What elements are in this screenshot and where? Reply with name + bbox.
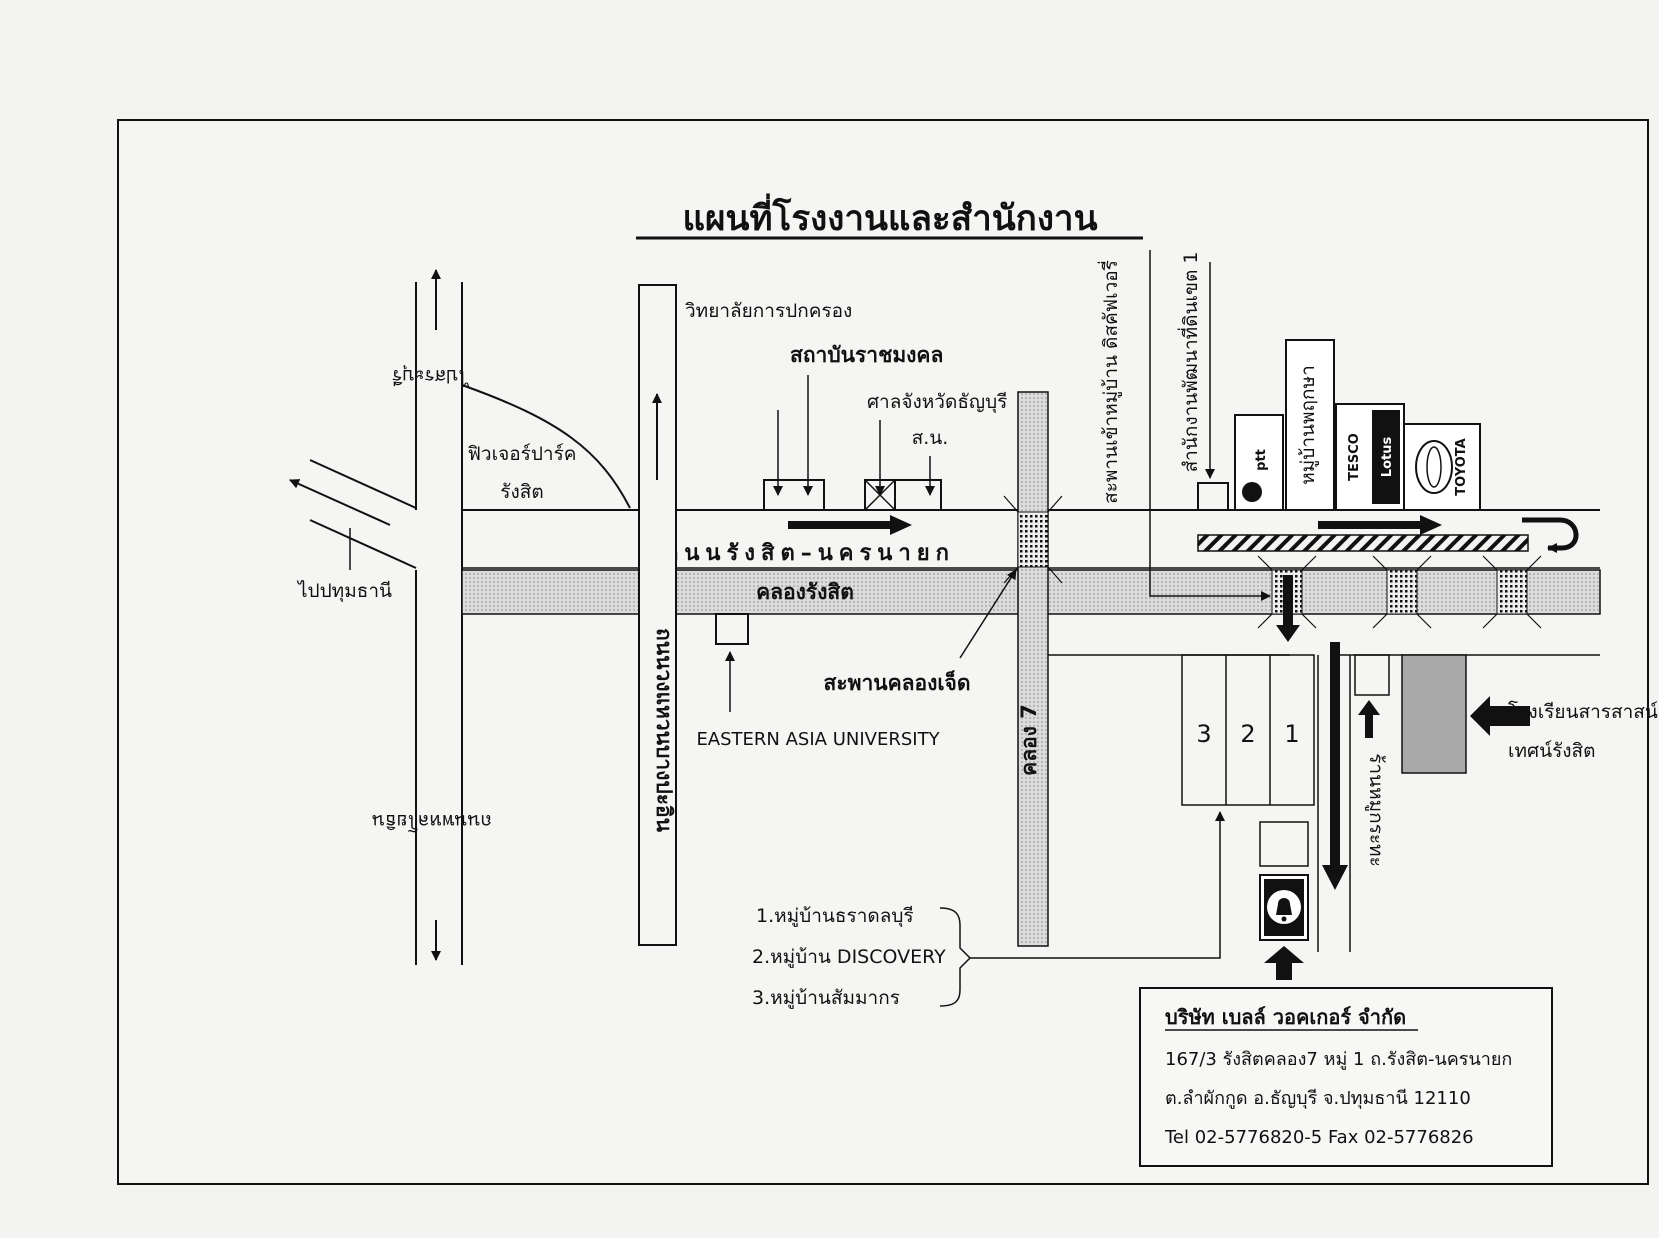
tesco-lotus-building: TESCO Lotus [1335,403,1405,511]
khlong-7-label: คลอง 7 [1017,704,1041,776]
phahonyothin-label: ถนนพหลโยธิน [372,810,492,833]
ptt-logo-text: ptt [1254,449,1269,471]
future-park-curve [461,384,631,509]
police-label: ส.น. [912,427,949,449]
college-building [763,479,825,511]
bang-pa-in-ring-road [638,284,677,946]
factory-building [1259,874,1309,941]
factory-entry-arrow [1264,946,1304,980]
shop-arrow-up [1358,700,1380,738]
pathum-thani-label: ไปปทุมธานี [296,580,392,603]
rajamangala-label: สถาบันราชมงคล [790,343,943,367]
bang-pa-in-label: ถนนวงแหวนบางปะอิน [652,628,676,833]
rangsit-nakhon-nayok-road-label: ถนนรังสิต–นครนายก [665,541,955,566]
toyota-label: TOYOTA [1454,438,1469,495]
school-arrow [1470,696,1530,736]
eastern-asia-label: EASTERN ASIA UNIVERSITY [696,729,940,750]
village-1-label: 1.หมู่บ้านธราดลบุรี [756,905,914,928]
pathum-arrow [289,479,391,526]
plot-2: 2 [1240,720,1255,748]
pathum-road-2 [309,519,417,569]
village-bridge-label: สะพานเข้าหมู่บ้าน ดิสคัฟเวอรี่ [1097,260,1122,504]
shop-building [1354,654,1390,696]
saraburi-label: ไปสระบุรี [392,364,470,387]
police-building [894,479,942,511]
direction-arrow-west [788,515,912,535]
bell-icon [1276,898,1292,915]
ptt-station: ptt [1234,414,1284,511]
toyota-logo-icon [1415,440,1453,494]
toyota-dealer: TOYOTA [1403,423,1481,511]
land-dev-office-label: สำนักงานพัฒนาที่ดินเขต 1 [1177,252,1202,473]
company-info-box [1139,987,1553,1167]
khlong-7-canal [1017,391,1049,947]
future-park-label-2: รังสิต [500,481,543,503]
route-arrow-down-short [1276,575,1300,642]
road-median [1197,534,1529,552]
pruksa-village-building [1285,339,1335,511]
land-dev-office-building [1197,482,1229,511]
school-label-2: เทศน์รังสิต [1508,740,1596,762]
route-arrow-down-long [1322,642,1348,890]
college-label: วิทยาลัยการปกครอง [685,300,853,322]
school-building [1401,654,1467,774]
company-address-1: 167/3 รังสิตคลอง7 หมู่ 1 ถ.รังสิต-นครนาย… [1165,1049,1512,1070]
court-label: ศาลจังหวัดธัญบุรี [867,391,1007,414]
plot-1: 1 [1284,720,1299,748]
school-label-1: โรงเรียนสารสาสน์ [1508,700,1658,723]
village-2-label: 2.หมู่บ้าน DISCOVERY [752,946,946,968]
future-park-label-1: ฟิวเจอร์ปาร์ค [467,443,576,465]
lotus-label: Lotus [1380,437,1395,478]
plot-3: 3 [1196,720,1211,748]
pruksa-village-label: หมู่บ้านพฤกษา [1297,365,1319,485]
klong-jed-pointer [959,569,1017,659]
khlong-rangsit-label: คลองรังสิต [756,580,854,604]
company-phone: Tel 02-5776820-5 Fax 02-5776826 [1164,1127,1474,1148]
u-turn-icon [1522,517,1579,553]
eastern-asia-building [715,613,749,645]
company-name: บริษัท เบลล์ วอคเกอร์ จำกัด [1165,1005,1406,1029]
village-pointer [970,811,1225,959]
direction-arrow-east [1318,515,1442,535]
shop-label: ร้านหมูกระทะ [1365,753,1387,867]
village-plots: 3 2 1 [1181,654,1315,806]
tesco-label: TESCO [1347,433,1362,481]
klong-jed-bridge-label: สะพานคลองเจ็ด [824,669,971,695]
bridge-2 [1386,569,1418,615]
map-title: แผนที่โรงงานและสำนักงาน [682,193,1097,239]
village-bridge-pointer [1149,250,1271,601]
klong-jed-bridge-marker [1017,511,1049,568]
village-3-label: 3.หมู่บ้านสัมมากร [752,987,900,1009]
factory-annex [1259,821,1309,867]
pathum-road-1 [309,459,417,509]
bridge-3 [1496,569,1528,615]
company-address-2: ต.ลำผักกูด อ.ธัญบุรี จ.ปทุมธานี 12110 [1165,1088,1471,1109]
